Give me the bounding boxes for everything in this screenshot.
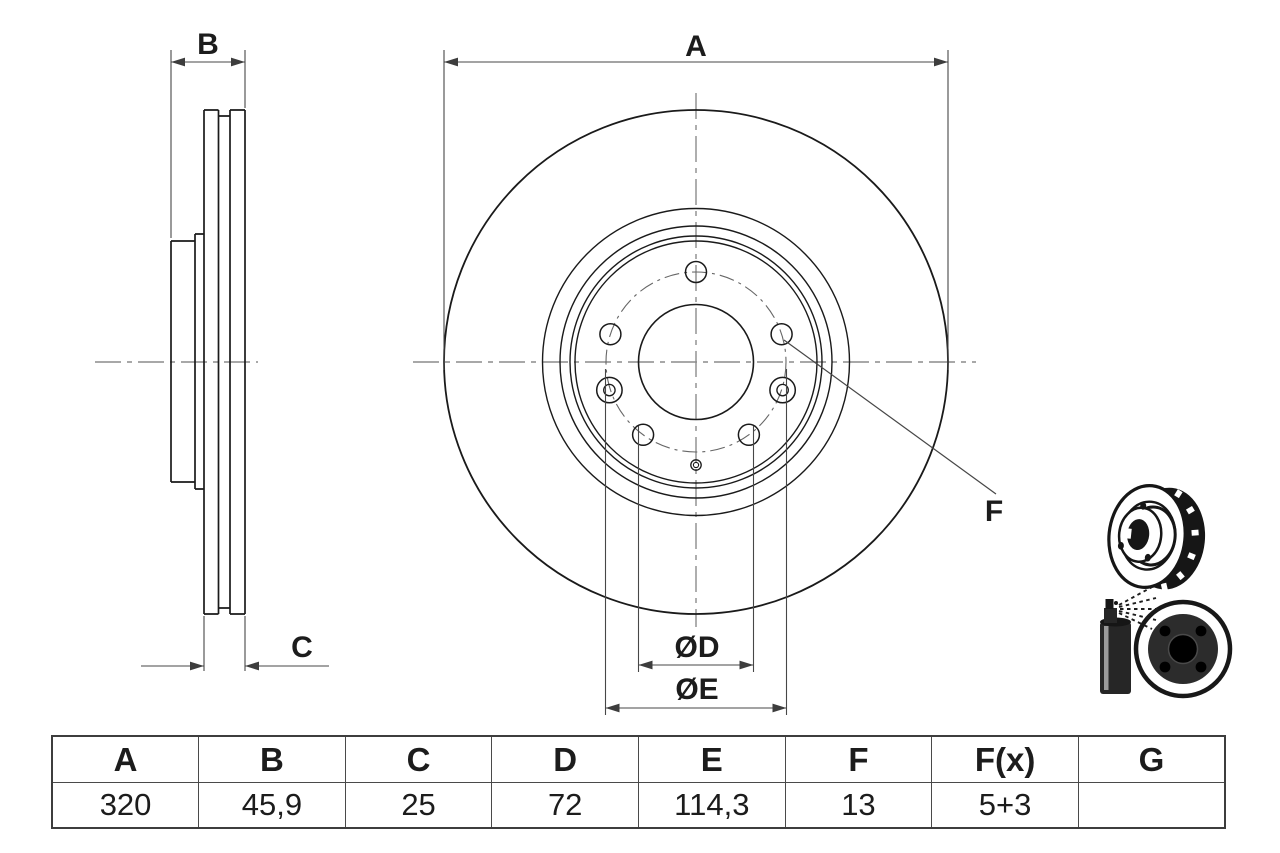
- center-bore-circle: [637, 303, 755, 421]
- spec-value-a: 320: [51, 782, 200, 829]
- bolt-hole-top: [684, 260, 708, 284]
- spec-header-fx: F(x): [931, 735, 1079, 783]
- spec-header-c: C: [344, 735, 493, 783]
- front-view: A ØD ØE F: [413, 30, 1003, 715]
- spec-table-value-row: 320 45,9 25 72 114,3 13 5+3: [51, 782, 1226, 829]
- spec-header-b: B: [198, 735, 346, 783]
- disc-icon-bolt-holes: [1117, 502, 1151, 562]
- bolt-hole-lower-right: [737, 423, 761, 447]
- dim-e-arrow-left: [605, 703, 620, 713]
- hat-outline: [170, 233, 204, 490]
- spec-table-header-row: A B C D E F F(x) G: [51, 735, 1226, 783]
- bolt-hole-upper-left: [599, 322, 622, 346]
- screw-hole-right-outer: [769, 376, 797, 404]
- vented-brake-disc-icon: [1107, 484, 1206, 591]
- friction-rings-outline: [203, 109, 246, 615]
- dim-c-extension-lines: [203, 616, 246, 671]
- dimension-spec-table: A B C D E F F(x) G 320 45,9 25 72 114,3 …: [51, 735, 1226, 829]
- screw-hole-left-inner: [603, 383, 616, 397]
- spray-can-icon: [1100, 586, 1158, 694]
- dim-c-arrow-right: [245, 661, 259, 671]
- disc-icon-vent-slots: [1160, 489, 1199, 591]
- spec-header-e: E: [638, 735, 786, 783]
- dimension-b: B: [170, 28, 246, 238]
- spec-value-e: 114,3: [638, 782, 786, 829]
- spec-value-c: 25: [344, 782, 493, 829]
- spec-header-g: G: [1077, 735, 1226, 783]
- spec-value-f: 13: [784, 782, 933, 829]
- screw-hole-left-outer: [595, 376, 623, 404]
- dim-c-arrow-left: [190, 661, 204, 671]
- screw-hole-right-inner: [776, 383, 789, 397]
- dim-a-label: A: [685, 30, 707, 63]
- dim-d-extension-lines: [637, 426, 755, 672]
- spray-can-nozzle-tip: [1114, 601, 1118, 605]
- dimension-c: C: [141, 616, 329, 671]
- dim-a-extension-lines: [443, 50, 949, 370]
- pin-hole-inner: [692, 461, 700, 469]
- pin-hole-outer: [690, 459, 702, 471]
- dim-a-arrow-left: [444, 57, 458, 67]
- spec-header-d: D: [491, 735, 639, 783]
- spray-can-highlight: [1104, 626, 1109, 690]
- dim-c-label: C: [291, 631, 313, 664]
- dim-e-arrow-right: [772, 703, 787, 713]
- disc-icon-bore: [1127, 519, 1150, 550]
- coated-disc-bore: [1167, 633, 1199, 665]
- dim-d-label: ØD: [675, 631, 720, 664]
- spec-header-f: F: [784, 735, 933, 783]
- spray-mist-lines: [1118, 586, 1158, 630]
- screw-holes: [595, 376, 797, 404]
- dim-b-arrow-left: [171, 57, 185, 67]
- bolt-hole-upper-right: [770, 322, 793, 346]
- dim-e-label: ØE: [675, 673, 718, 706]
- side-view: B C: [95, 28, 329, 671]
- drawing-canvas: B C: [95, 28, 1233, 715]
- disc-icon-bore-notch: [1125, 528, 1132, 539]
- dimension-d: ØD: [637, 426, 755, 672]
- callout-f-label: F: [985, 495, 1003, 528]
- spec-value-b: 45,9: [198, 782, 346, 829]
- dim-d-arrow-right: [739, 660, 754, 670]
- dim-e-extension-lines: [604, 369, 788, 715]
- hat-outer-circle: [574, 240, 818, 484]
- spec-value-fx: 5+3: [931, 782, 1079, 829]
- dimension-a: A: [443, 30, 949, 370]
- pin-hole-bottom: [690, 459, 702, 471]
- dim-b-arrow-right: [231, 57, 245, 67]
- dim-b-label: B: [197, 28, 219, 61]
- coating-spray-icon: [1100, 586, 1233, 699]
- coated-disc-bolt-holes: [1159, 625, 1207, 673]
- bolt-circle-centerline: [605, 271, 787, 453]
- friction-surface-inner-circle: [541, 207, 851, 517]
- spec-value-d: 72: [491, 782, 639, 829]
- dim-b-extension-lines: [170, 50, 246, 238]
- bolt-holes: [599, 260, 793, 447]
- dim-a-arrow-right: [934, 57, 948, 67]
- spray-can-cap: [1104, 608, 1117, 623]
- dim-d-arrow-left: [638, 660, 653, 670]
- spec-header-a: A: [51, 735, 200, 783]
- hat-transition-circle: [559, 225, 833, 499]
- callout-f-leader-line: [783, 339, 997, 495]
- dimension-e: ØE: [604, 369, 788, 715]
- spec-value-g: [1077, 782, 1226, 829]
- hat-step-circle: [569, 235, 823, 489]
- bolt-hole-lower-left: [631, 423, 655, 447]
- callout-f: F: [783, 339, 1003, 528]
- spray-can-nozzle: [1105, 599, 1114, 609]
